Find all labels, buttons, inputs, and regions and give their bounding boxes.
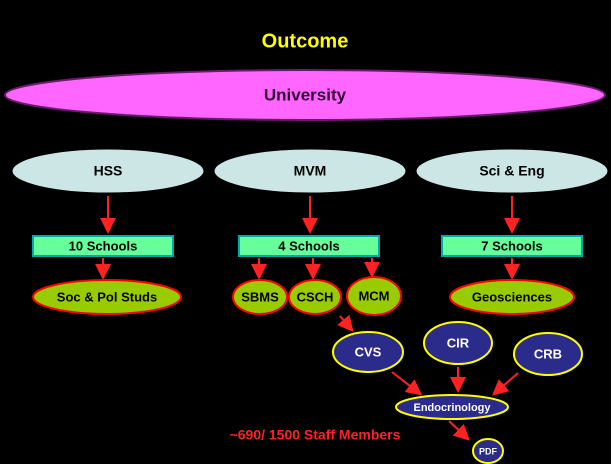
- hss-schools-label: 10 Schools: [69, 238, 138, 253]
- college-mvm: [213, 148, 407, 194]
- college-mvm-label: MVM: [294, 163, 327, 179]
- arrow-csch-cvs: [337, 314, 354, 333]
- centre-cir-label: CIR: [447, 335, 470, 350]
- centre-cir: [423, 321, 493, 365]
- mvm-schools-label: 4 Schools: [278, 238, 339, 253]
- unit-mcm-label: MCM: [358, 288, 389, 303]
- centre-cvs-label: CVS: [355, 344, 382, 359]
- unit-mcm: [346, 276, 402, 316]
- scieng-schools-box: [441, 235, 583, 257]
- arrow-endo-pdf: [448, 420, 470, 441]
- college-hss: [11, 148, 205, 194]
- mvm-schools-box: [238, 235, 380, 257]
- staff-members-note: ~690/ 1500 Staff Members: [230, 427, 401, 443]
- pdf-label: PDF: [479, 446, 498, 456]
- hss-schools-box: [32, 235, 174, 257]
- arrow-cvs-endo: [391, 371, 423, 396]
- college-hss-label: HSS: [94, 163, 123, 179]
- arrow-crb-endo: [491, 372, 519, 396]
- university-label: University: [264, 85, 347, 104]
- unit-geosciences: [449, 279, 575, 315]
- college-scieng-label: Sci & Eng: [479, 163, 544, 179]
- unit-geosciences-label: Geosciences: [472, 289, 552, 304]
- centre-crb-label: CRB: [534, 346, 562, 361]
- university-node: [4, 69, 606, 121]
- unit-soc-pol: [32, 279, 182, 315]
- centre-cvs: [332, 331, 404, 373]
- centre-crb: [513, 332, 583, 376]
- unit-csch-label: CSCH: [297, 289, 334, 304]
- unit-sbms-label: SBMS: [241, 289, 279, 304]
- college-scieng: [415, 148, 609, 194]
- diagram-title: Outcome: [262, 30, 349, 52]
- unit-sbms: [232, 279, 288, 315]
- pdf-node: [472, 438, 504, 464]
- unit-soc-pol-label: Soc & Pol Studs: [57, 289, 157, 304]
- endocrinology-node: [395, 394, 509, 420]
- unit-csch: [288, 279, 342, 315]
- scieng-schools-label: 7 Schools: [481, 238, 542, 253]
- endocrinology-label: Endocrinology: [414, 402, 492, 414]
